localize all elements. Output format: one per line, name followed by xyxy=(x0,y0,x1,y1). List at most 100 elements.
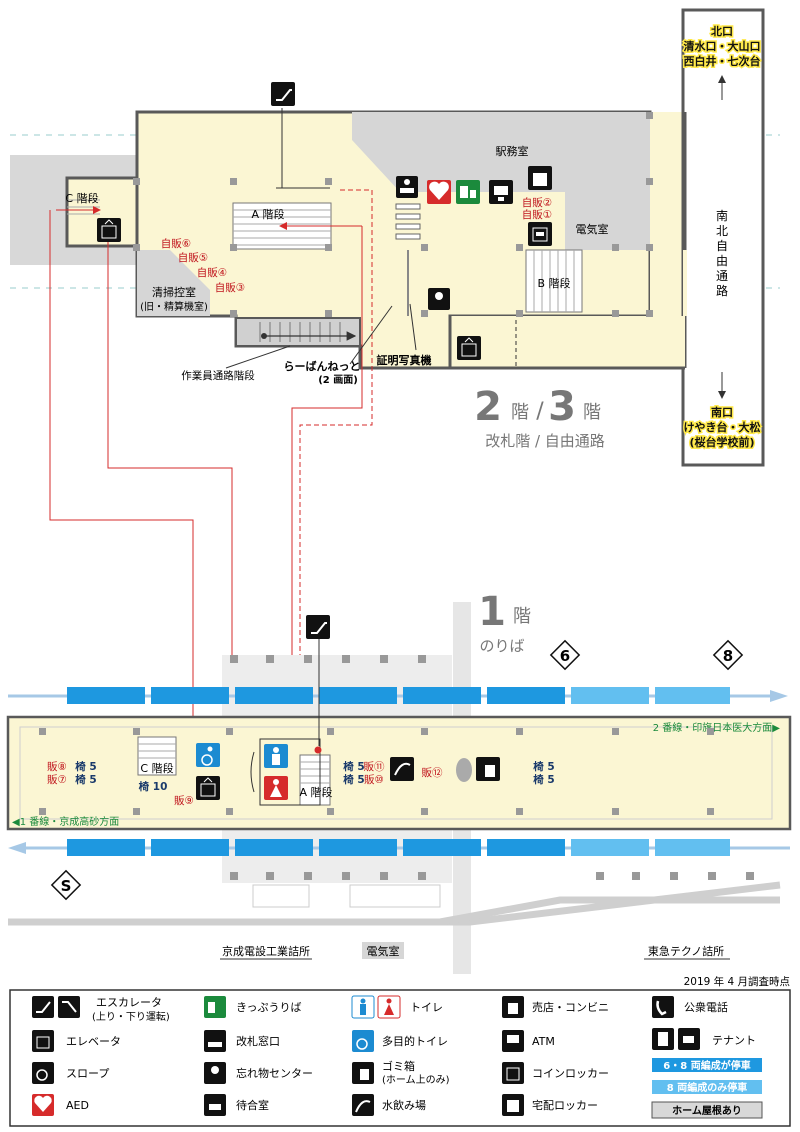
sagyoin-label: 作業員通路階段 xyxy=(181,369,255,382)
lower-c-stairs xyxy=(137,736,177,776)
isu5c-label: 椅 5 xyxy=(343,760,364,773)
south-exit-l1: 南口 xyxy=(711,405,733,419)
dir1-label: ◀1 番線・京成高砂方面 xyxy=(12,815,119,828)
legend-slope: スロープ xyxy=(32,1062,109,1084)
escalator-down-icon xyxy=(58,996,80,1018)
coin-locker-legend-icon xyxy=(502,1062,524,1084)
legend-stop68-swatch xyxy=(652,1058,762,1072)
floor-kai2: 階 xyxy=(583,402,601,423)
worker-stairs-steps xyxy=(259,322,341,342)
elevator-icon xyxy=(97,218,121,242)
coin-locker-icon xyxy=(528,222,552,246)
legend-stop68-label: 6・8 両編成が停車 xyxy=(663,1059,750,1072)
free-passage xyxy=(681,8,765,467)
route-end-dot xyxy=(314,746,322,754)
kippu-icon xyxy=(456,180,480,204)
toilet-block xyxy=(259,738,321,806)
legend-wasuremono-label: 忘れ物センター xyxy=(236,1066,313,1080)
north-exit: 北口 清水口・大山口 西白井・七次台 xyxy=(682,23,762,70)
route-elevator xyxy=(299,189,373,738)
shomei-label: 証明写真機 xyxy=(377,353,432,367)
nanboku-char: 路 xyxy=(716,283,728,298)
legend-kippu-label: きっぷうりば xyxy=(236,1001,302,1014)
electric-room xyxy=(565,192,650,250)
pillars-lower xyxy=(39,655,754,880)
aed-icon xyxy=(427,180,451,204)
tokyu-label: 東急テクノ詰所 xyxy=(648,944,724,958)
isu5f-label: 椅 5 xyxy=(533,773,554,786)
legend-gomi: ゴミ箱 (ホーム上のみ) xyxy=(352,1059,450,1086)
elevator-hall xyxy=(450,316,685,368)
han12-label: 販⑫ xyxy=(422,767,443,779)
nanboku-char: 由 xyxy=(716,254,728,268)
jihan5-label: 自販⑤ xyxy=(178,251,208,264)
legend-aed-label: AED xyxy=(66,1099,89,1112)
han9-label: 販⑨ xyxy=(174,795,194,807)
gomi-icon xyxy=(476,757,500,781)
legend-takuhai: 宅配ロッカー xyxy=(502,1094,598,1116)
floor-num-1: 1 xyxy=(478,589,506,635)
elevator-legend-icon xyxy=(32,1030,54,1052)
jihan3-label: 自販③ xyxy=(215,281,245,294)
lower-floor-sub: のりば xyxy=(479,637,524,655)
legend-atm: ATM xyxy=(502,1030,555,1052)
dir2-label: 2 番線・印旛日本医大方面▶ xyxy=(653,721,781,734)
lower-a-kaidan-label: A 階段 xyxy=(299,785,332,799)
car6-label: 6 xyxy=(560,647,570,665)
raban-sub-label: (2 画面) xyxy=(318,374,358,386)
isu5d-label: 椅 5 xyxy=(343,773,364,786)
legend-baiten-label: 売店・コンビニ xyxy=(532,1000,609,1014)
route-a-stairs xyxy=(291,226,363,738)
legend-wasuremono: 忘れ物センター xyxy=(204,1062,313,1084)
legend-coin: コインロッカー xyxy=(502,1062,609,1084)
jihan2-label: 自販② xyxy=(522,196,552,209)
legend-mizunomi: 水飲み場 xyxy=(352,1094,426,1116)
track-arrow-right xyxy=(770,690,788,702)
pillar-oval xyxy=(456,758,472,782)
elevator-icon-lower xyxy=(196,776,220,800)
lower-floor-kai: 階 xyxy=(513,606,531,627)
floor-num-2: 2 xyxy=(474,384,502,430)
jihan4-label: 自販④ xyxy=(197,266,227,279)
nanboku-label: 南 北 自 由 通 路 xyxy=(716,208,728,298)
legend-stop8-swatch xyxy=(652,1080,762,1094)
raban-leader xyxy=(349,305,393,365)
track-arrow-left xyxy=(8,842,26,854)
keisei-label: 京成電設工業詰所 xyxy=(222,944,310,958)
legend-tenant-label: テナント xyxy=(712,1034,756,1047)
cleaning-room xyxy=(137,250,210,316)
elevator-icon-hall xyxy=(457,336,481,360)
car-marker-8: 8 xyxy=(712,639,744,671)
nanboku-char: 通 xyxy=(716,269,728,283)
nanboku-char: 南 xyxy=(716,208,728,223)
isu5b-label: 椅 5 xyxy=(75,773,96,786)
legend-escalator-label: エスカレータ xyxy=(96,996,162,1009)
toilet-wall xyxy=(250,751,255,793)
legend-toilet: トイレ xyxy=(351,995,443,1019)
han11-label: 販⑪ xyxy=(364,761,385,773)
escalator-icon-lower xyxy=(306,615,330,639)
floor-kai: 階 xyxy=(511,402,529,423)
lower-a-stairs-steps xyxy=(300,761,330,784)
toilet-male-icon xyxy=(264,744,288,768)
sheds xyxy=(252,884,441,908)
passage-gap xyxy=(683,250,687,316)
seisou-label: 清掃控室 xyxy=(152,285,196,299)
escalator-up-icon xyxy=(32,996,54,1018)
legend-takuhai-label: 宅配ロッカー xyxy=(532,1098,598,1112)
floor-num-3: 3 xyxy=(548,384,576,430)
hall-wall xyxy=(448,316,685,370)
wasuremono-icon xyxy=(428,288,450,310)
atm-icon xyxy=(489,180,513,204)
legend-roof-label: ホーム屋根あり xyxy=(672,1104,742,1117)
legend-roof-swatch xyxy=(651,1101,763,1119)
han7-label: 販⑦ xyxy=(47,774,67,786)
ticket-gates xyxy=(395,203,421,240)
legend-phone-label: 公衆電話 xyxy=(684,1000,728,1014)
car-bars-top xyxy=(67,687,730,704)
north-exit-l1: 北口 xyxy=(711,24,733,38)
upper-floor-heading: 2 階 / 3 階 改札階 / 自由通路 xyxy=(474,384,605,450)
denki-box xyxy=(362,942,404,959)
car-marker-6: 6 xyxy=(549,639,581,671)
